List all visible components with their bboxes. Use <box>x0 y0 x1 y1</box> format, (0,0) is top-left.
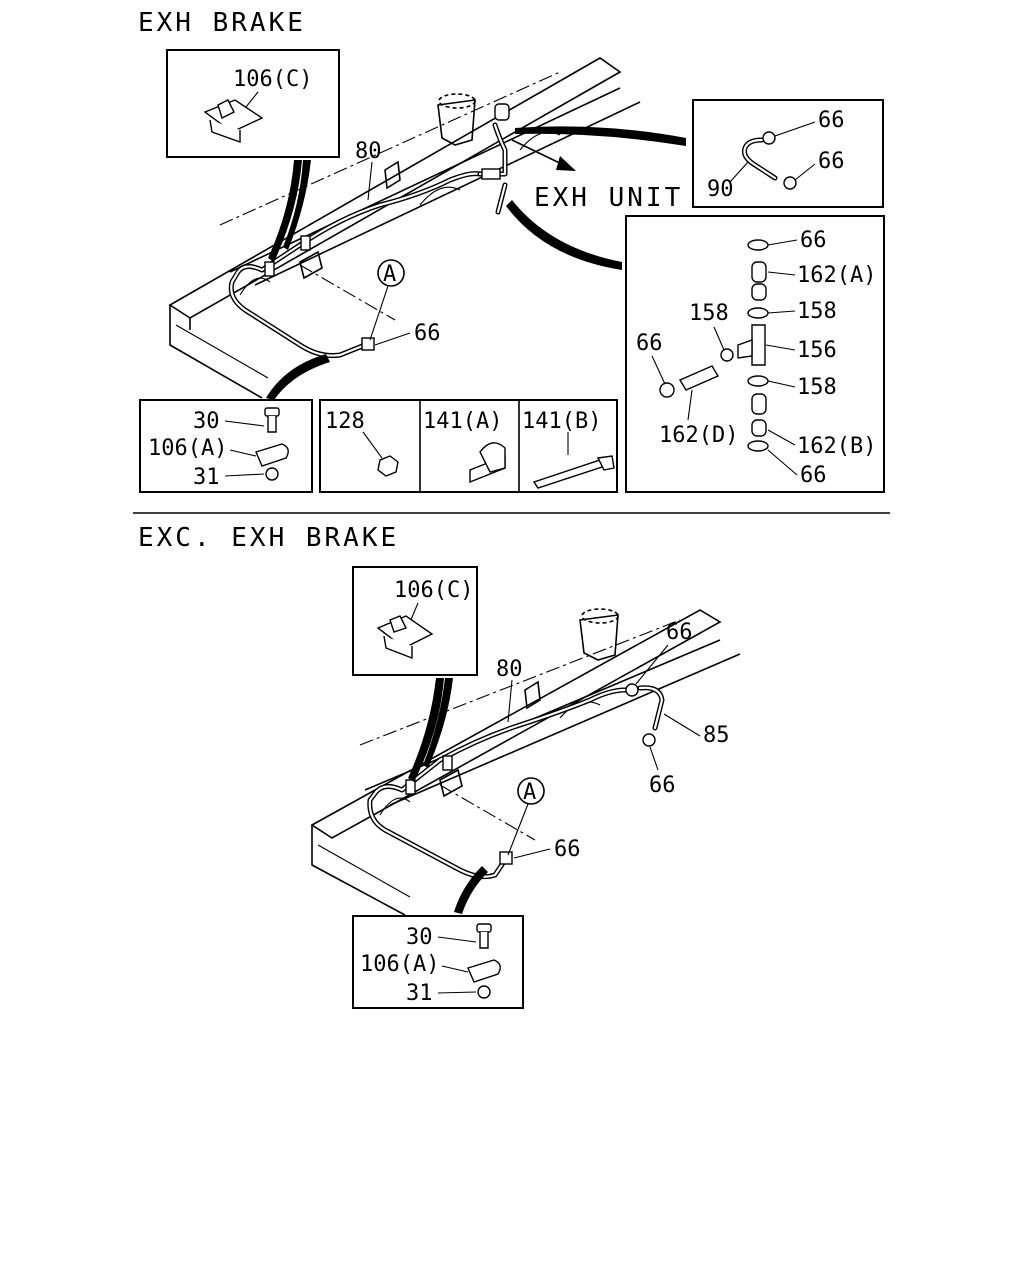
callout-a-marker: A <box>369 259 405 341</box>
detail-box-exh-unit-parts: 66 162(A) 158 158 156 66 158 162(D) 162(… <box>625 215 885 493</box>
kit-callout-128: 128 <box>325 409 365 434</box>
air-pipe-80 <box>228 103 510 358</box>
callout-80: 80 <box>355 139 382 164</box>
exh-unit-label: EXH UNIT <box>534 183 683 213</box>
exh-brake-section: EXH BRAKE <box>138 8 885 493</box>
detail-box-90: 66 66 90 <box>692 99 884 208</box>
callout-66: 66 <box>554 837 581 862</box>
kit-box-128-141: 128 141(A) 141(B) <box>319 399 618 493</box>
kit-callout-141a: 141(A) <box>423 409 502 434</box>
exh-unit-arrow: EXH UNIT <box>511 139 683 213</box>
frame-rail-top <box>168 57 641 399</box>
leader-stroke <box>423 678 453 768</box>
detail90-callout-66: 66 <box>818 108 845 133</box>
detail-callout-158: 158 <box>689 301 729 326</box>
leader-stroke <box>506 200 622 270</box>
callout-106c: 106(C) <box>233 67 312 92</box>
svg-text:A: A <box>383 262 396 287</box>
kit-callout-30: 30 <box>406 925 433 950</box>
callout-80: 80 <box>496 657 523 682</box>
kit-callout-31: 31 <box>193 465 220 490</box>
callout-85: 85 <box>703 723 730 748</box>
detail-callout-66: 66 <box>800 228 827 253</box>
section-title-exc-exh-brake: EXC. EXH BRAKE <box>138 523 399 553</box>
leader-stroke <box>454 866 488 914</box>
callout-66: 66 <box>414 321 441 346</box>
leader-stroke <box>515 126 686 146</box>
section-title-exh-brake: EXH BRAKE <box>138 8 306 38</box>
detail90-callout-90: 90 <box>707 177 734 202</box>
detail-box-106c-bottom: 106(C) <box>352 566 478 676</box>
detail-callout-66: 66 <box>636 331 663 356</box>
kit-box-30-106a-31: 30 106(A) 31 <box>139 399 313 493</box>
detail-box-106c: 106(C) <box>166 49 340 158</box>
kit-box-30-106a-31-bottom: 30 106(A) 31 <box>352 915 524 1009</box>
kit-callout-30: 30 <box>193 409 220 434</box>
air-pipe-80-bottom <box>367 683 665 880</box>
detail-callout-156: 156 <box>797 338 837 363</box>
detail-callout-158: 158 <box>797 299 837 324</box>
leader-stroke <box>283 160 311 250</box>
svg-text:A: A <box>523 780 536 805</box>
kit-callout-106a: 106(A) <box>148 436 227 461</box>
callout-66: 66 <box>649 773 676 798</box>
kit-callout-141b: 141(B) <box>522 409 601 434</box>
exc-exh-brake-section: EXC. EXH BRAKE <box>138 523 741 1009</box>
leader-stroke <box>268 160 302 262</box>
kit-callout-31: 31 <box>406 981 433 1006</box>
leader-stroke <box>266 354 330 400</box>
callout-a-marker: A <box>507 777 545 856</box>
leader-stroke <box>408 678 444 782</box>
detail-callout-162b: 162(B) <box>797 434 876 459</box>
kit-callout-106a: 106(A) <box>360 952 439 977</box>
detail-callout-158: 158 <box>797 375 837 400</box>
detail-callout-162a: 162(A) <box>797 263 876 288</box>
callout-106c: 106(C) <box>394 578 473 603</box>
detail-callout-162d: 162(D) <box>659 423 738 448</box>
detail90-callout-66: 66 <box>818 149 845 174</box>
callout-66: 66 <box>666 620 693 645</box>
detail-callout-66: 66 <box>800 463 827 488</box>
